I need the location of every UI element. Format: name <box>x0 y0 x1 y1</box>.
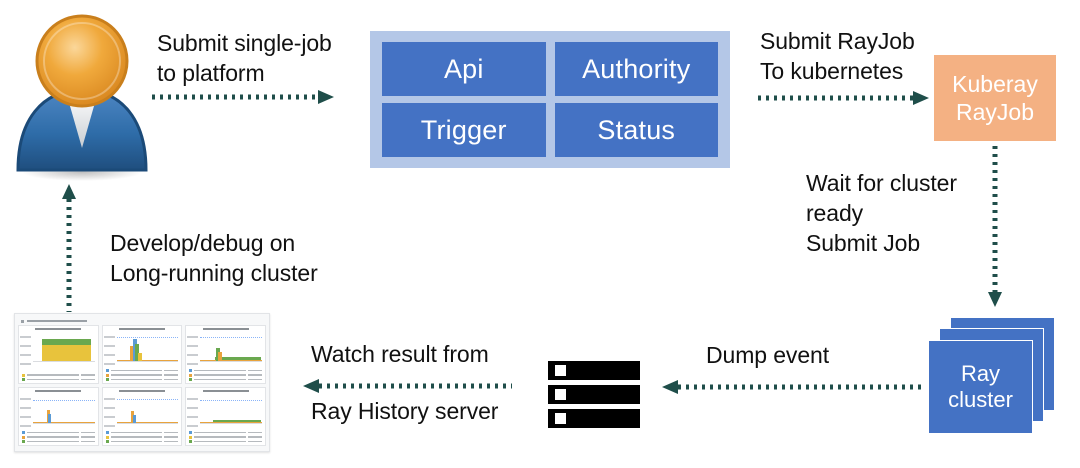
ray-cluster-label-line2: cluster <box>948 387 1013 412</box>
platform-panel: Api Authority Trigger Status <box>370 31 730 168</box>
panel-title <box>118 390 165 392</box>
kuberay-label-line1: Kuberay <box>952 71 1038 97</box>
panel-plot <box>200 396 262 423</box>
edge-label-submit-rayjob: Submit RayJob To kubernetes <box>760 28 915 84</box>
panel-title <box>118 328 165 330</box>
arrow-submit-single-job <box>152 90 334 104</box>
panel-plot <box>200 334 262 361</box>
ray-cluster-card-front[interactable]: Ray cluster <box>928 340 1033 434</box>
dashboard-panel[interactable] <box>18 387 99 446</box>
panel-legend <box>105 430 179 443</box>
server-bar <box>548 385 640 404</box>
ray-cluster-stack[interactable]: Ray cluster <box>928 317 1056 437</box>
panel-plot <box>33 396 95 423</box>
server-led-icon <box>555 413 566 424</box>
edge-label-watch-result-bottom: Ray History server <box>311 398 499 424</box>
dashboard-header-title <box>27 320 87 322</box>
arrow-watch-result <box>303 379 512 393</box>
arrow-dump-event <box>662 380 925 394</box>
server-led-icon <box>555 365 566 376</box>
arrow-submit-rayjob <box>758 91 929 105</box>
edge-label-dump-event: Dump event <box>706 342 830 368</box>
panel-legend <box>189 430 262 443</box>
dashboard-panel[interactable] <box>185 325 266 384</box>
kuberay-rayjob-box[interactable]: Kuberay RayJob <box>934 55 1056 141</box>
platform-cell-trigger[interactable]: Trigger <box>382 103 546 157</box>
panel-title <box>35 328 82 330</box>
dashboard-panel[interactable] <box>185 387 266 446</box>
panel-plot <box>116 334 179 361</box>
platform-cell-authority[interactable]: Authority <box>554 42 718 96</box>
platform-cell-status[interactable]: Status <box>554 103 718 157</box>
panel-title <box>202 328 249 330</box>
dashboard-panel-grid <box>18 325 266 446</box>
ray-cluster-label-line1: Ray <box>960 361 1001 386</box>
user-avatar <box>8 8 156 183</box>
dashboard-header <box>18 317 266 325</box>
panel-title <box>202 390 249 392</box>
kuberay-label-line2: RayJob <box>956 99 1034 125</box>
edge-label-wait-cluster-ready: Wait for cluster ready Submit Job <box>806 170 957 256</box>
edge-label-watch-result-top: Watch result from <box>311 341 489 367</box>
grafana-dashboard-thumbnail[interactable] <box>14 313 270 452</box>
edge-label-develop-debug: Develop/debug on Long-running cluster <box>110 230 318 286</box>
panel-legend <box>189 368 262 381</box>
panel-title <box>35 390 82 392</box>
server-bar <box>548 409 640 428</box>
panel-legend <box>22 372 95 381</box>
dashboard-collapse-icon <box>21 319 24 323</box>
arrow-wait-cluster-ready <box>988 146 1002 307</box>
edge-label-submit-single-job: Submit single-job to platform <box>157 30 332 86</box>
server-rack-icon <box>548 361 640 428</box>
panel-plot <box>33 334 95 361</box>
dashboard-panel[interactable] <box>101 325 183 384</box>
dashboard-panel[interactable] <box>101 387 183 446</box>
panel-legend <box>105 368 179 381</box>
platform-cell-api[interactable]: Api <box>382 42 546 96</box>
arrow-develop-debug <box>62 184 76 312</box>
server-led-icon <box>555 389 566 400</box>
server-bar <box>548 361 640 380</box>
panel-legend <box>22 430 95 443</box>
panel-plot <box>116 396 179 423</box>
dashboard-panel[interactable] <box>18 325 99 384</box>
